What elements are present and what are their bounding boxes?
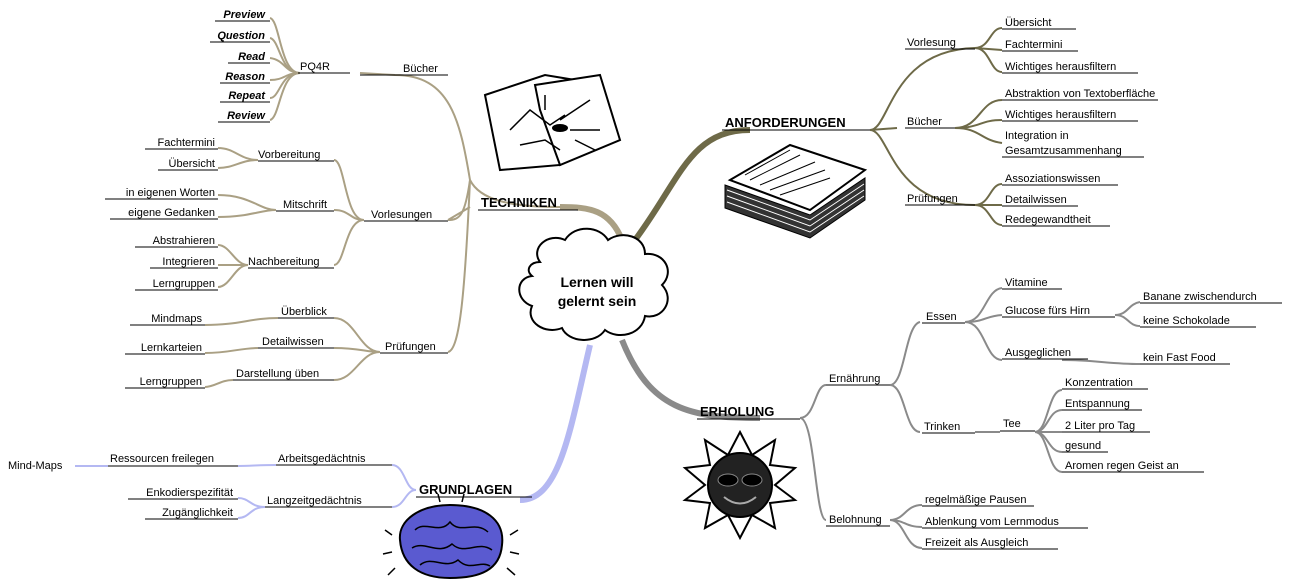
techniken-nodes: Bücher PQ4R Preview Question Read Reason… xyxy=(126,9,438,388)
node-ernaehrung: Ernährung xyxy=(829,373,880,385)
central-topic: Lernen will gelernt sein xyxy=(518,227,669,341)
item-freizeit: Freizeit als Ausgleich xyxy=(925,537,1028,549)
item-abstraktion: Abstraktion von Textoberfläche xyxy=(1005,88,1155,100)
node-belohnung: Belohnung xyxy=(829,514,882,526)
item-a-detailwissen: Detailwissen xyxy=(1005,194,1067,206)
item-keine-schokolade: keine Schokolade xyxy=(1143,315,1230,327)
techniken-underlines xyxy=(105,20,448,389)
item-zugaenglichkeit: Zugänglichkeit xyxy=(162,507,233,519)
item-2-liter: 2 Liter pro Tag xyxy=(1065,420,1135,432)
anforderungen-nodes: Vorlesung Übersicht Fachtermini Wichtige… xyxy=(907,17,1155,226)
maps-illustration xyxy=(483,73,622,172)
branch-grundlagen xyxy=(519,344,593,503)
main-branches xyxy=(519,127,761,503)
step-review: Review xyxy=(227,110,266,122)
step-read: Read xyxy=(238,51,265,63)
branch-erholung xyxy=(619,338,761,421)
central-line2: gelernt sein xyxy=(558,293,637,309)
node-vorlesung: Vorlesung xyxy=(907,37,956,49)
node-nachbereitung: Nachbereitung xyxy=(248,256,320,268)
node-buecher: Bücher xyxy=(403,63,438,75)
erholung-underlines xyxy=(826,288,1282,550)
item-a-fachtermini: Fachtermini xyxy=(1005,39,1062,51)
node-mitschrift: Mitschrift xyxy=(283,199,327,211)
step-reason: Reason xyxy=(225,71,265,83)
step-question: Question xyxy=(217,30,265,42)
branch-anforderungen xyxy=(632,127,751,242)
item-kein-fast-food: kein Fast Food xyxy=(1143,352,1216,364)
step-repeat: Repeat xyxy=(228,90,266,102)
item-vitamine: Vitamine xyxy=(1005,277,1048,289)
node-a-pruefungen: Prüfungen xyxy=(907,193,958,205)
node-pq4r: PQ4R xyxy=(300,61,330,73)
item-entspannung: Entspannung xyxy=(1065,398,1130,410)
item-abstrahieren: Abstrahieren xyxy=(153,235,215,247)
grundlagen-label: GRUNDLAGEN xyxy=(419,482,512,497)
item-lernkarteien: Lernkarteien xyxy=(141,342,202,354)
anforderungen-label: ANFORDERUNGEN xyxy=(725,115,846,130)
grundlagen-connectors xyxy=(75,464,417,519)
erholung-connectors xyxy=(799,287,1141,549)
node-essen: Essen xyxy=(926,311,957,323)
grundlagen-underlines xyxy=(108,464,392,520)
erholung-nodes: Ernährung Essen Vitamine Glucose fürs Hi… xyxy=(829,277,1257,549)
node-glucose: Glucose fürs Hirn xyxy=(1005,305,1090,317)
node-langzeitgedaechtnis: Langzeitgedächtnis xyxy=(267,495,362,507)
item-integrieren: Integrieren xyxy=(162,256,215,268)
item-assoziationswissen: Assoziationswissen xyxy=(1005,173,1100,185)
branch-techniken xyxy=(559,204,625,242)
node-trinken: Trinken xyxy=(924,421,960,433)
item-mindmaps: Mindmaps xyxy=(151,313,202,325)
node-ausgeglichen: Ausgeglichen xyxy=(1005,347,1071,359)
item-a-uebersicht: Übersicht xyxy=(1005,17,1051,29)
techniken-connectors xyxy=(204,17,561,388)
item-redegewandtheit: Redegewandtheit xyxy=(1005,214,1091,226)
item-ressourcen: Ressourcen freilegen xyxy=(110,453,214,465)
node-vorbereitung: Vorbereitung xyxy=(258,149,320,161)
item-konzentration: Konzentration xyxy=(1065,377,1133,389)
item-eigene-worte: in eigenen Worten xyxy=(126,187,215,199)
sun-illustration xyxy=(682,429,798,541)
item-banane: Banane zwischendurch xyxy=(1143,291,1257,303)
node-ueberblick: Überblick xyxy=(281,306,327,318)
item-lerngruppen-2: Lerngruppen xyxy=(140,376,202,388)
central-line1: Lernen will xyxy=(560,274,633,290)
step-preview: Preview xyxy=(223,9,266,21)
node-arbeitsgedaechtnis: Arbeitsgedächtnis xyxy=(278,453,366,465)
erholung-label: ERHOLUNG xyxy=(700,404,774,419)
item-aromen: Aromen regen Geist an xyxy=(1065,460,1179,472)
papers-stack-illustration xyxy=(724,143,868,239)
node-pruefungen-t: Prüfungen xyxy=(385,341,436,353)
brain-illustration xyxy=(382,493,520,580)
item-uebersicht: Übersicht xyxy=(169,158,215,170)
item-fachtermini: Fachtermini xyxy=(158,137,215,149)
node-vorlesungen: Vorlesungen xyxy=(371,209,432,221)
item-a-wichtiges-1: Wichtiges herausfiltern xyxy=(1005,61,1116,73)
grundlagen-nodes: Arbeitsgedächtnis Ressourcen freilegen M… xyxy=(8,453,366,519)
item-integration-1: Integration in xyxy=(1005,130,1069,142)
anforderungen-underlines xyxy=(905,28,1158,227)
item-eigene-gedanken: eigene Gedanken xyxy=(128,207,215,219)
node-darstellung: Darstellung üben xyxy=(236,368,319,380)
item-lerngruppen-1: Lerngruppen xyxy=(153,278,215,290)
node-detailwissen: Detailwissen xyxy=(262,336,324,348)
techniken-label: TECHNIKEN xyxy=(481,195,557,210)
item-ablenkung: Ablenkung vom Lernmodus xyxy=(925,516,1059,528)
item-gesund: gesund xyxy=(1065,440,1101,452)
item-integration-2: Gesamtzusammenhang xyxy=(1005,145,1122,157)
node-a-buecher: Bücher xyxy=(907,116,942,128)
item-a-wichtiges-2: Wichtiges herausfiltern xyxy=(1005,109,1116,121)
anforderungen-connectors xyxy=(869,27,1003,226)
item-enkodierspezifitaet: Enkodierspezifität xyxy=(146,487,233,499)
item-mind-maps: Mind-Maps xyxy=(8,460,63,472)
node-tee: Tee xyxy=(1003,418,1021,430)
item-pausen: regelmäßige Pausen xyxy=(925,494,1027,506)
